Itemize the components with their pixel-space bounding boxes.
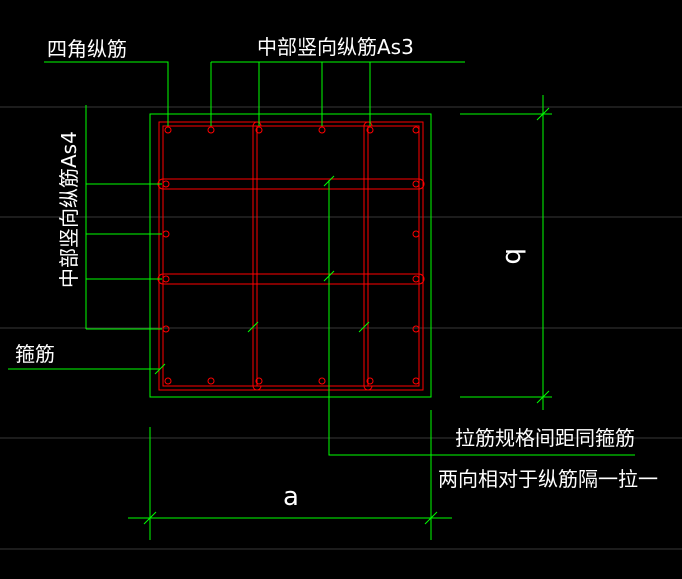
middle-vertical-bars-side-label: 中部竖向纵筋As4 <box>57 131 81 288</box>
tie-bar-note-line1: 拉筋规格间距同箍筋 <box>455 426 635 450</box>
longitudinal-bars <box>162 126 420 385</box>
corner-bars-label: 四角纵筋 <box>47 37 127 61</box>
middle-vertical-bars-top-label: 中部竖向纵筋As3 <box>257 35 414 59</box>
dimension-b-label: b <box>499 248 529 265</box>
grid-lines <box>0 106 682 550</box>
tie-bar-note-line2: 两向相对于纵筋隔一拉一 <box>438 467 658 491</box>
stirrup-cage <box>157 121 425 391</box>
dimension-a <box>128 410 452 540</box>
dimension-b <box>460 95 552 410</box>
dimension-a-label: a <box>283 482 299 512</box>
column-outline <box>149 113 432 398</box>
leader-lines <box>8 61 635 456</box>
stirrup-label: 箍筋 <box>15 342 55 366</box>
